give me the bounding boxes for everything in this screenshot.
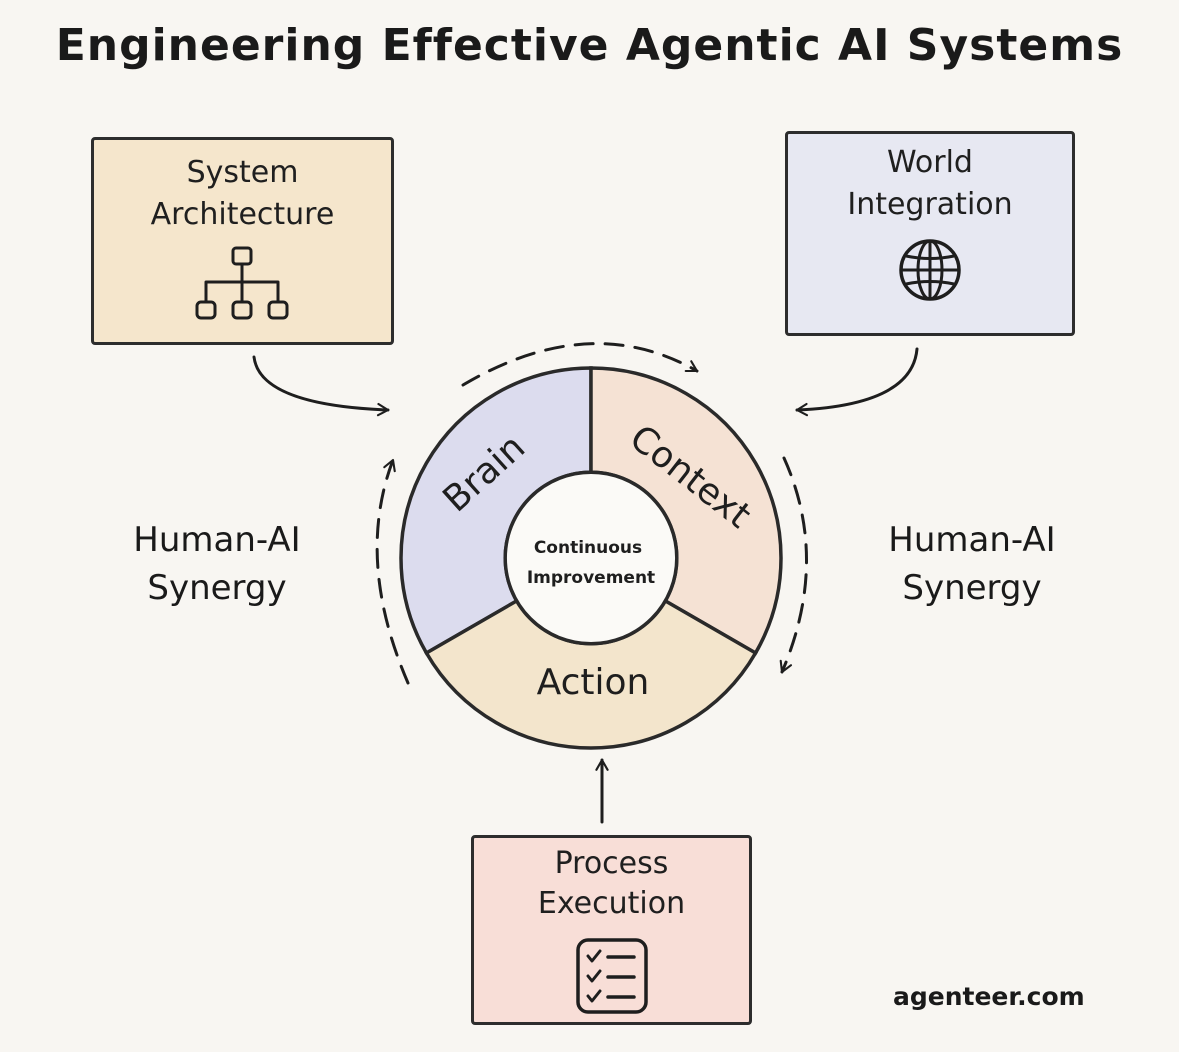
human-ai-synergy-right-line2: Synergy: [902, 568, 1042, 608]
globe-icon: [894, 234, 966, 310]
dashed-arrow-top: [461, 342, 699, 387]
arrow-from-system-architecture: [252, 355, 390, 417]
process-execution-box: Process Execution: [471, 835, 752, 1025]
human-ai-synergy-right: Human-AI Synergy: [842, 516, 1102, 612]
center-label-line1: Continuous: [534, 538, 642, 558]
process-execution-label-line1: Process: [554, 846, 669, 881]
footer-website: agenteer.com: [893, 982, 1085, 1011]
system-architecture-label-line2: Architecture: [150, 197, 335, 232]
human-ai-synergy-left-line2: Synergy: [147, 568, 287, 608]
arrow-from-world-integration: [795, 347, 919, 417]
world-integration-label: World Integration: [788, 142, 1072, 226]
human-ai-synergy-right-line1: Human-AI: [888, 520, 1056, 560]
system-architecture-label-line1: System: [186, 155, 299, 190]
segment-label-action: Action: [537, 662, 650, 703]
hierarchy-icon: [188, 240, 298, 334]
world-integration-label-line2: Integration: [847, 187, 1013, 222]
center-circle: [503, 470, 679, 646]
process-execution-label-line2: Execution: [537, 886, 686, 921]
center-label-line2: Improvement: [527, 568, 655, 588]
world-integration-label-line1: World: [887, 145, 973, 180]
system-architecture-label: System Architecture: [94, 152, 391, 236]
process-execution-label: Process Execution: [474, 844, 749, 924]
human-ai-synergy-left-line1: Human-AI: [133, 520, 301, 560]
dashed-arrow-right: [779, 456, 808, 674]
checklist-icon: [574, 936, 650, 1020]
system-architecture-box: System Architecture: [91, 137, 394, 345]
dashed-arrow-left: [375, 458, 410, 685]
page-title: Engineering Effective Agentic AI Systems: [55, 20, 1124, 71]
world-integration-box: World Integration: [785, 131, 1075, 336]
human-ai-synergy-left: Human-AI Synergy: [87, 516, 347, 612]
